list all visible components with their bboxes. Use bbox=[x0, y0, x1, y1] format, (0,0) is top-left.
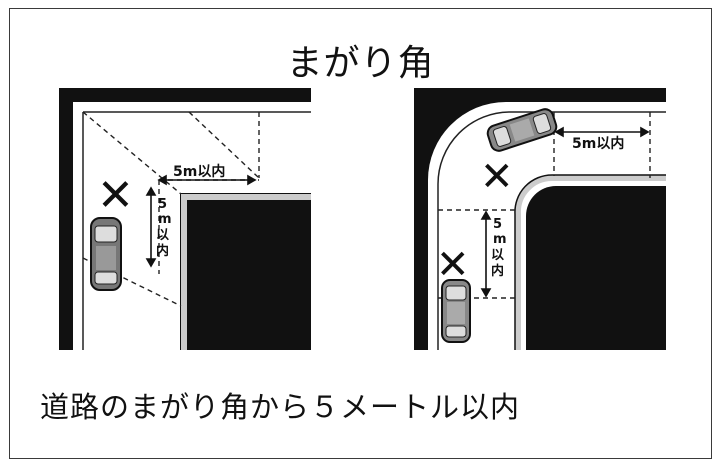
vertical-label-char: m bbox=[158, 212, 172, 227]
sidewalk-strip bbox=[181, 194, 187, 350]
square-corner-diagram: 5m以内 5 m 以 内 ✕ bbox=[59, 88, 311, 350]
slide-title: まがり角 bbox=[286, 43, 435, 84]
slide-border bbox=[9, 8, 712, 459]
caption-text: 道路のまがり角から５メートル以内 bbox=[40, 390, 521, 424]
horizontal-distance-arrow bbox=[554, 126, 650, 138]
inner-building-block bbox=[187, 200, 311, 350]
vertical-label-char: 内 bbox=[491, 263, 504, 279]
vertical-distance-arrow bbox=[480, 210, 492, 298]
vertical-label-char: 内 bbox=[156, 243, 169, 259]
vertical-label-char: 以 bbox=[491, 248, 504, 263]
horizontal-distance-label: 5m以内 bbox=[173, 163, 225, 180]
sidewalk-strip bbox=[514, 174, 666, 350]
vertical-label-char: 以 bbox=[156, 228, 169, 243]
lane-line bbox=[437, 111, 666, 350]
parked-car-icon bbox=[90, 217, 122, 291]
sidewalk-edge bbox=[514, 174, 666, 350]
horizontal-distance-label: 5m以内 bbox=[572, 135, 624, 152]
vertical-distance-arrow bbox=[145, 186, 157, 268]
rounded-corner-diagram: 5m以内 5 m 以 内 ✕ ✕ bbox=[414, 88, 666, 350]
parked-car-icon bbox=[441, 279, 471, 343]
inner-building-block bbox=[526, 186, 666, 350]
parked-car-icon bbox=[486, 108, 558, 152]
horizontal-distance-arrow bbox=[157, 174, 257, 186]
vertical-label-char: 5 bbox=[158, 197, 167, 212]
prohibited-x-icon: ✕ bbox=[480, 154, 514, 200]
sidewalk-strip bbox=[181, 194, 311, 200]
vertical-label-char: m bbox=[493, 232, 507, 247]
vertical-label-char: 5 bbox=[493, 217, 502, 232]
prohibited-x-icon: ✕ bbox=[97, 170, 134, 221]
